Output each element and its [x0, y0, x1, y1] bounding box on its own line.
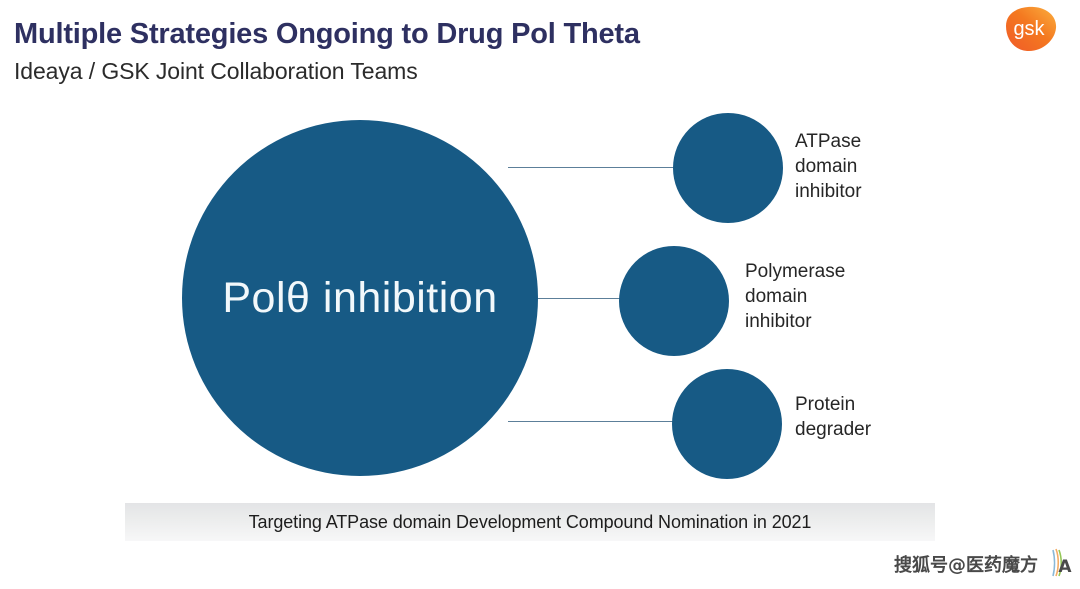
node-protein-degrader[interactable]: [672, 369, 782, 479]
connector-line-atpase: [508, 167, 678, 168]
watermark: 搜狐号@医药魔方 A: [894, 547, 1074, 581]
label-polymerase-domain-inhibitor: Polymerase domain inhibitor: [745, 261, 846, 333]
footer-banner-text: Targeting ATPase domain Development Comp…: [248, 511, 812, 532]
page-title: Multiple Strategies Ongoing to Drug Pol …: [14, 18, 640, 50]
watermark-logo-icon: A: [1040, 546, 1074, 580]
label-protein-degrader: Protein degrader: [795, 394, 872, 441]
watermark-text: 搜狐号@医药魔方: [894, 555, 1038, 576]
connector-line-degrader: [508, 421, 678, 422]
gsk-logo-icon: gsk: [998, 4, 1060, 54]
connector-line-polymerase: [536, 298, 624, 299]
footer-banner: Targeting ATPase domain Development Comp…: [125, 503, 935, 541]
node-pol-theta-inhibition[interactable]: Polθ inhibition: [182, 120, 538, 476]
svg-text:gsk: gsk: [1013, 18, 1045, 40]
node-atpase-domain-inhibitor[interactable]: [673, 113, 783, 223]
node-polymerase-domain-inhibitor[interactable]: [619, 246, 729, 356]
svg-text:A: A: [1058, 557, 1072, 577]
label-atpase-domain-inhibitor: ATPase domain inhibitor: [795, 131, 862, 203]
page-subtitle: Ideaya / GSK Joint Collaboration Teams: [14, 58, 418, 84]
node-pol-theta-label: Polθ inhibition: [222, 273, 498, 322]
